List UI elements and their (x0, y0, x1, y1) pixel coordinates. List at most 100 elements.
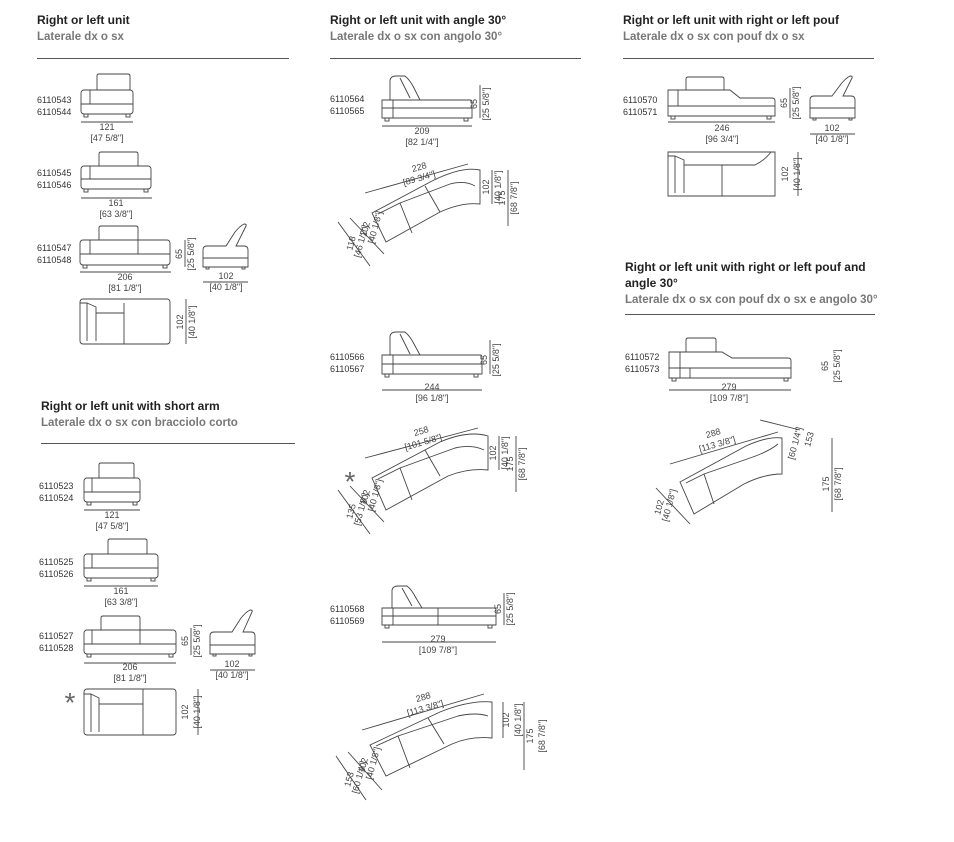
dim-angled-width: 228 (411, 160, 428, 174)
dim-height-inches: [25 5/8"] (791, 86, 801, 119)
dim-height-inches: [25 5/8"] (481, 87, 491, 120)
dim-width-inches: [109 7/8"] (419, 645, 457, 655)
dim-height: 65 (820, 361, 830, 371)
dim-depth: 102 (501, 712, 511, 727)
dim-height: 65 (479, 355, 489, 365)
dim-side-depth: 102 (652, 499, 666, 516)
sofa-plan-246-pouf (667, 151, 776, 197)
section-divider (37, 58, 289, 59)
section-divider (623, 58, 874, 59)
sofa-plan-angle-pouf (679, 437, 783, 515)
sofa-front-206 (79, 225, 171, 269)
dimension-line (655, 487, 691, 525)
sofa-plan-angle-209 (371, 168, 481, 243)
dim-side-length: 153 (342, 771, 356, 788)
dim-depth: 102 (481, 179, 491, 194)
product-code: 6110546 (37, 180, 72, 190)
dim-depth-inches: [40 1/8"] (513, 703, 523, 736)
section-title-right-left-unit: Right or left unit (37, 13, 130, 27)
dim-side-depth: 102 (356, 757, 370, 774)
dim-total-depth: 175 (505, 456, 515, 471)
sofa-front-279-pouf-angle (668, 337, 792, 382)
dim-height: 65 (174, 249, 184, 259)
sofa-front-161 (80, 151, 152, 193)
dim-total-depth-inches: [68 7/8"] (537, 719, 547, 752)
dim-depth-inches: [40 1/8"] (209, 282, 242, 292)
dim-width: 161 (113, 586, 128, 596)
product-code: 6110527 (39, 631, 74, 641)
dim-width: 121 (104, 510, 119, 520)
dimension-line (337, 221, 371, 267)
section-divider (330, 58, 581, 59)
dimension-line (349, 485, 385, 523)
product-code: 6110567 (330, 364, 365, 374)
section-subtitle-angle-30: Laterale dx o sx con angolo 30° (330, 31, 503, 43)
dim-side-depth: 102 (358, 221, 372, 238)
section-subtitle-right-left-unit: Laterale dx o sx (37, 31, 124, 43)
sofa-plan-angle-279 (369, 701, 493, 777)
sofa-plan-206 (79, 298, 171, 345)
dim-total-depth: 175 (821, 476, 831, 491)
dim-depth-inches: [40 1/8"] (493, 170, 503, 203)
dim-depth-inches: [40 1/8"] (187, 305, 197, 338)
section-title-angle-30: Right or left unit with angle 30° (330, 13, 507, 27)
section-subtitle-pouf: Laterale dx o sx con pouf dx o sx (623, 31, 805, 43)
product-code: 6110544 (37, 107, 72, 117)
dim-width-inches: [81 1/8"] (113, 673, 146, 683)
dim-depth-inches: [40 1/8"] (500, 436, 510, 469)
dimension-line (349, 217, 385, 255)
dim-width: 206 (117, 272, 132, 282)
dimension-line (759, 419, 801, 431)
dim-width: 206 (122, 662, 137, 672)
dim-depth-inches: [40 1/8"] (192, 695, 202, 728)
sofa-front-206-short-arm (83, 615, 177, 658)
product-code: 6110570 (623, 95, 658, 105)
dimension-line (347, 751, 383, 791)
product-code: 6110528 (39, 643, 74, 653)
dim-height-inches: [25 5/8"] (186, 237, 196, 270)
product-code: 6110568 (330, 604, 365, 614)
product-code: 6110545 (37, 168, 72, 178)
product-code: 6110548 (37, 255, 72, 265)
dim-width-inches: [96 1/8"] (415, 393, 448, 403)
product-code: 6110572 (625, 352, 660, 362)
sofa-plan-angle-244 (371, 433, 489, 511)
dimension-line (669, 431, 779, 465)
dim-height: 65 (469, 99, 479, 109)
dim-width-inches: [82 1/4"] (405, 137, 438, 147)
dim-width-inches: [81 1/8"] (108, 283, 141, 293)
dim-side-length: 153 (802, 431, 816, 448)
product-code: 6110524 (39, 493, 74, 503)
dim-total-depth-inches: [68 7/8"] (517, 447, 527, 480)
dim-depth-inches: [40 1/8"] (792, 157, 802, 190)
sofa-front-161-short-arm (83, 538, 159, 582)
product-code: 6110547 (37, 243, 72, 253)
dimension-line (364, 427, 479, 459)
dim-total-depth-inches: [68 7/8"] (509, 181, 519, 214)
dim-depth: 102 (175, 314, 185, 329)
section-title-pouf-angle: Right or left unit with right or left po… (625, 260, 866, 274)
dim-width: 279 (430, 634, 445, 644)
product-code: 6110526 (39, 569, 74, 579)
section-title-short-arm: Right or left unit with short arm (41, 399, 220, 413)
dim-total-depth-inches: [68 7/8"] (833, 467, 843, 500)
asterisk-marker: * (65, 687, 76, 718)
dim-side-length: 118 (344, 235, 357, 251)
sofa-front-209 (381, 75, 473, 122)
dim-height-inches: [25 5/8"] (832, 349, 842, 382)
dim-depth: 102 (488, 445, 498, 460)
dim-width: 279 (721, 382, 736, 392)
section-title-pouf-angle-line2: angle 30° (625, 276, 678, 290)
dim-width: 246 (714, 123, 729, 133)
product-code: 6110523 (39, 481, 74, 491)
product-code: 6110565 (330, 106, 365, 116)
sofa-side-102-short-arm (209, 609, 256, 657)
dim-depth: 102 (218, 271, 233, 281)
sofa-side-102 (202, 223, 249, 270)
dim-depth: 102 (780, 166, 790, 181)
dim-height-inches: [25 5/8"] (491, 343, 501, 376)
dim-width-inches: [47 5/8"] (95, 521, 128, 531)
sofa-front-246-pouf (667, 76, 776, 120)
section-divider (41, 443, 295, 444)
